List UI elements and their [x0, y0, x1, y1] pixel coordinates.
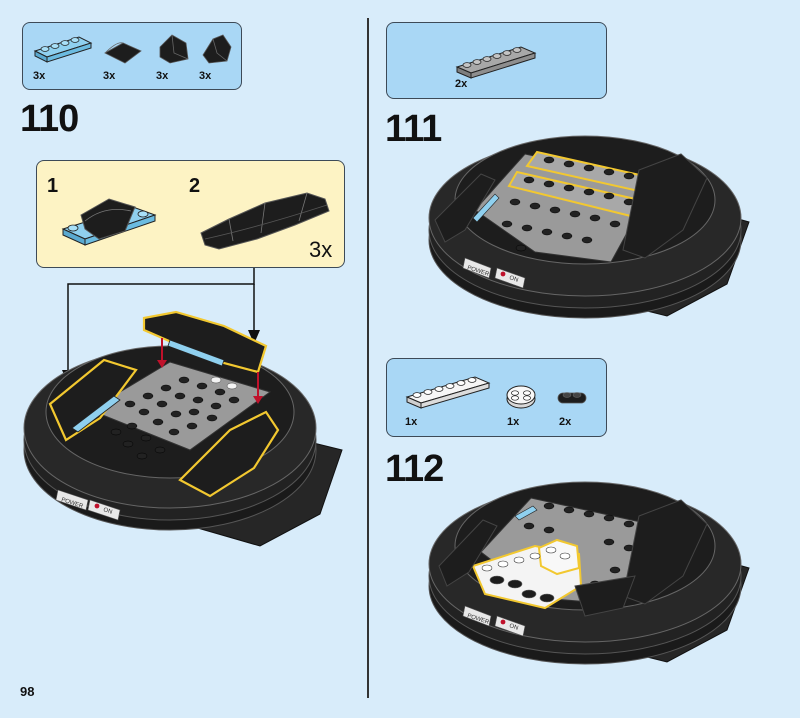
subassembly-callout: 1 2 3x — [36, 160, 345, 268]
step-112-parts-panel: 1x 1x 2x — [386, 358, 607, 437]
step-number-110: 110 — [20, 98, 79, 140]
part-qty: 3x — [103, 70, 116, 82]
part-qty: 1x — [405, 416, 418, 428]
white-round-plate-icon — [506, 385, 536, 409]
step-110-model: POWER ON — [23, 310, 343, 547]
part-qty: 3x — [33, 70, 46, 82]
on-label: ON — [102, 507, 112, 515]
subassembly-multiplier: 3x — [309, 237, 333, 262]
page-number: 98 — [20, 684, 35, 699]
step-111-parts-panel: 2x — [386, 22, 607, 99]
light-blue-plate-icon — [33, 36, 93, 63]
substep-2-number: 2 — [189, 175, 201, 197]
part-qty: 2x — [455, 78, 468, 90]
black-curved-slope-left-icon — [159, 34, 189, 64]
part-qty: 1x — [507, 416, 520, 428]
black-jumper-plate-icon — [557, 392, 587, 404]
power-led-icon — [500, 619, 506, 625]
gray-plate-icon — [455, 46, 537, 79]
substep-2-assembly-icon — [200, 192, 330, 250]
power-led-icon — [500, 271, 506, 277]
on-label: ON — [508, 275, 518, 283]
step-number-111: 111 — [385, 108, 442, 150]
part-qty: 2x — [559, 416, 572, 428]
step-110-parts-panel: 3x 3x 3x 3x — [22, 22, 242, 90]
part-qty: 3x — [199, 70, 212, 82]
step-number-112: 112 — [385, 448, 444, 490]
step-112-model: POWER ON — [428, 481, 750, 665]
substep-1-number: 1 — [47, 175, 59, 197]
white-plate-icon — [405, 376, 491, 409]
black-curved-slope-right-icon — [202, 34, 232, 64]
column-divider — [367, 18, 369, 698]
part-qty: 3x — [156, 70, 169, 82]
black-curved-slope-icon — [104, 42, 142, 64]
power-led-icon — [94, 503, 100, 509]
substep-1-assembly-icon — [61, 198, 157, 246]
on-label: ON — [508, 623, 518, 631]
step-111-model: POWER ON — [428, 135, 750, 319]
